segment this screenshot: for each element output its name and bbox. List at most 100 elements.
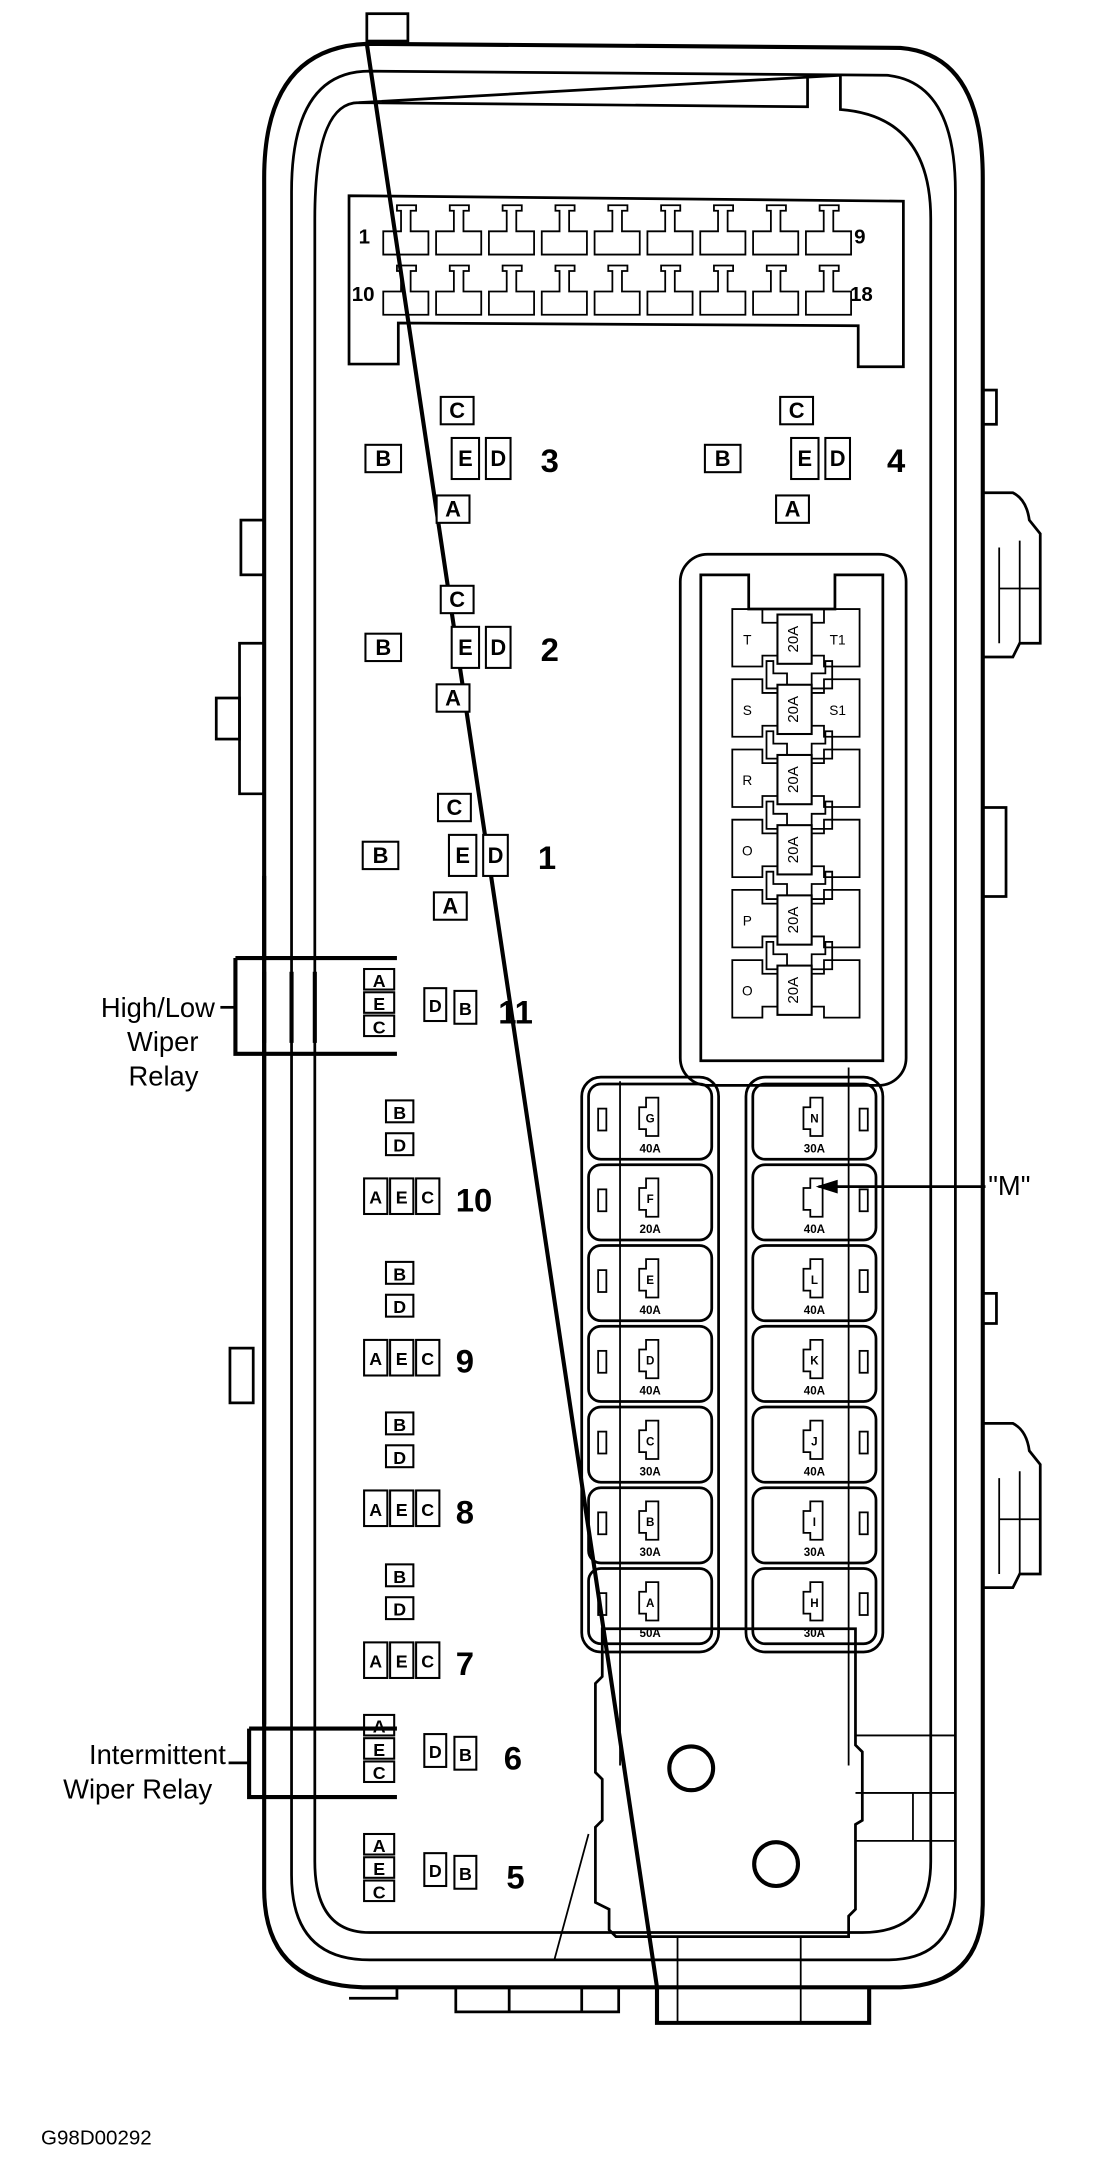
relay-pin-b-outline	[453, 1735, 478, 1771]
relay-pin-a-outline	[363, 1641, 389, 1679]
relay-pin-e: E	[389, 1641, 415, 1679]
relay-pin-c: C	[415, 1489, 441, 1528]
mini-fuse-left-label: T	[743, 633, 752, 648]
mini-fuse-body	[776, 683, 813, 736]
callout-label-line-1: High/Low	[101, 992, 215, 1023]
relay-pin-e-outline	[389, 1641, 415, 1679]
relay-pin-d: D	[824, 436, 852, 481]
relay-pin-e: E	[389, 1338, 415, 1377]
maxi-fuse-rating: 30A	[639, 1465, 661, 1478]
side-tab	[214, 696, 241, 741]
relay-pin-a: A	[363, 1713, 396, 1737]
mounting-block	[553, 1627, 956, 2024]
relay-pin-e-label: E	[373, 1859, 385, 1879]
side-tab	[238, 641, 265, 796]
maxi-fuse-rating: 30A	[804, 1142, 826, 1155]
maxi-fuse-socket	[587, 1163, 714, 1242]
connector-terminal	[752, 204, 800, 256]
relay-pin-c-outline	[363, 1879, 396, 1903]
maxi-fuse-tab	[597, 1188, 608, 1213]
housing-outer-wall	[262, 41, 985, 2025]
relay-pin-d-outline	[384, 1293, 415, 1318]
mini-fuse-right-label: T1	[830, 633, 846, 648]
mini-fuse-spare-terminal	[810, 660, 834, 690]
relay-pin-d-label: D	[393, 1448, 406, 1468]
maxi-fuse-blade	[638, 1096, 660, 1137]
relay-pin-e: E	[450, 625, 481, 669]
relay-pin-c-label: C	[449, 398, 465, 423]
m-callout-label: "M"	[988, 1170, 1030, 1201]
relay-pin-e: E	[363, 1856, 396, 1879]
maxi-fuse-rating: 30A	[804, 1627, 826, 1640]
relay-pin-b-outline	[453, 989, 478, 1025]
maxi-fuse-panel-right-outer	[744, 1075, 885, 1654]
mini-fuse-rating: 20A	[785, 766, 802, 793]
maxi-fuse-rating: 40A	[639, 1304, 661, 1317]
relay-pin-b-outline	[361, 840, 400, 871]
mini-fuse-left-label: O	[742, 843, 753, 858]
maxi-fuse-rating: 30A	[804, 1546, 826, 1559]
relay-pin-b-label: B	[459, 1864, 472, 1884]
relay-pin-a: A	[363, 1641, 389, 1679]
relay-pin-b: B	[453, 989, 478, 1025]
relay-pin-c: C	[363, 1014, 396, 1037]
relay-pin-d: D	[384, 1293, 415, 1318]
relay-pin-a-label: A	[369, 1188, 382, 1208]
relay-pin-c-outline	[436, 792, 472, 823]
relay-pin-c: C	[439, 395, 475, 426]
relay-pin-c: C	[415, 1177, 441, 1216]
relay-pin-a-label: A	[369, 1349, 382, 1369]
relay-pin-e-label: E	[396, 1349, 408, 1369]
mounting-block-edge	[553, 1833, 590, 1961]
mini-fuse-body	[776, 894, 813, 946]
relay-pin-d-label: D	[393, 1297, 406, 1317]
relay-pin-c-outline	[439, 584, 475, 615]
mini-fuse-body	[776, 613, 813, 665]
maxi-fuse-blade	[638, 1500, 660, 1541]
relay-pin-d-label: D	[429, 1861, 442, 1881]
relay-pin-c: C	[779, 395, 815, 426]
mini-fuse-body	[776, 753, 813, 806]
side-tab	[981, 388, 998, 426]
connector-terminal	[699, 204, 747, 256]
relay-pin-e-outline	[790, 436, 820, 481]
side-latch	[998, 1471, 1041, 1574]
relay-pin-d: D	[384, 1596, 415, 1621]
mini-fuse-rating: 20A	[785, 626, 802, 653]
relay-pin-a: A	[432, 891, 468, 921]
maxi-fuse-blade	[802, 1177, 824, 1218]
maxi-fuse-blade	[638, 1339, 660, 1380]
relay-number: 7	[456, 1645, 474, 1682]
relay-number: 10	[456, 1181, 493, 1218]
relay-pin-a-outline	[363, 1832, 396, 1856]
connector-pin-1-label: 1	[359, 226, 370, 249]
maxi-fuse-blade	[802, 1581, 824, 1622]
relay-pin-a: A	[363, 1338, 389, 1377]
connector-terminal	[488, 204, 535, 256]
relay-pin-c-label: C	[447, 795, 463, 820]
relay-pin-a-label: A	[373, 971, 386, 991]
maxi-fuse-tab	[858, 1592, 869, 1616]
maxi-fuse-socket	[587, 1324, 714, 1403]
relay-number: 6	[504, 1740, 522, 1777]
maxi-fuse-socket	[751, 1486, 878, 1565]
relay-pin-b: B	[364, 632, 403, 663]
relay-pin-a-label: A	[445, 497, 461, 522]
relay-pin-a-outline	[435, 683, 471, 713]
maxi-fuse-rating: 40A	[804, 1223, 826, 1236]
maxi-fuse-tab	[858, 1430, 869, 1455]
relay-pin-e-label: E	[373, 994, 385, 1014]
connector-terminal	[646, 204, 694, 256]
relay-pin-d-label: D	[490, 635, 506, 660]
connector-terminal	[805, 204, 852, 256]
relay-pin-c: C	[436, 792, 472, 823]
